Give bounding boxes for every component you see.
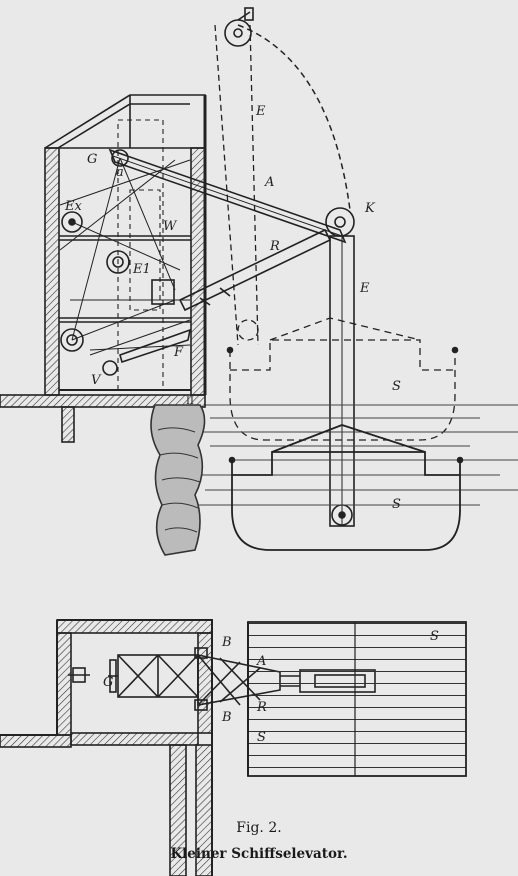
label-a-small: a [116, 165, 124, 180]
raised-ladder [214, 24, 351, 346]
plan-label-s-left: S [257, 730, 266, 745]
plan-label-b-bottom: B [221, 710, 232, 725]
label-e-mid: E [359, 281, 370, 296]
label-v: V [91, 373, 102, 388]
elevation-view [0, 7, 518, 556]
plan-label-r: R [256, 700, 267, 715]
boat-lower [231, 424, 461, 551]
plan-label-a: A [256, 654, 266, 669]
quay-wall [0, 394, 206, 408]
label-k: K [364, 201, 376, 216]
plan-label-g: G [103, 675, 113, 690]
building-roof [44, 94, 206, 149]
plan-label-b-top: B [221, 635, 232, 650]
rubble-foundation [150, 404, 206, 556]
drive-wheel [111, 149, 129, 167]
plan-labels: G B B A R S S [103, 629, 439, 745]
label-ex: Ex [64, 199, 82, 214]
label-s-lower: S [392, 497, 401, 512]
label-r: R [269, 239, 280, 254]
plan-label-s-right: S [430, 629, 439, 644]
main-boom [108, 148, 347, 244]
label-e-top: E [255, 104, 266, 119]
label-g: G [87, 152, 97, 167]
label-s-upper: S [392, 379, 401, 394]
label-e1: E1 [132, 262, 151, 277]
label-a: A [264, 175, 274, 190]
label-f: F [173, 345, 184, 360]
plan-view [0, 619, 467, 876]
elevation-labels: E A K G a Ex W R E1 E F V II S S [64, 104, 401, 512]
plan-ship [247, 621, 467, 777]
figure-number: Fig. 2. [236, 820, 282, 836]
label-roman: II [186, 396, 194, 407]
figure-title: Kleiner Schiffselevator. [170, 846, 348, 862]
boat-raised [229, 317, 456, 441]
label-w: W [163, 219, 178, 234]
building-wall [44, 147, 60, 396]
